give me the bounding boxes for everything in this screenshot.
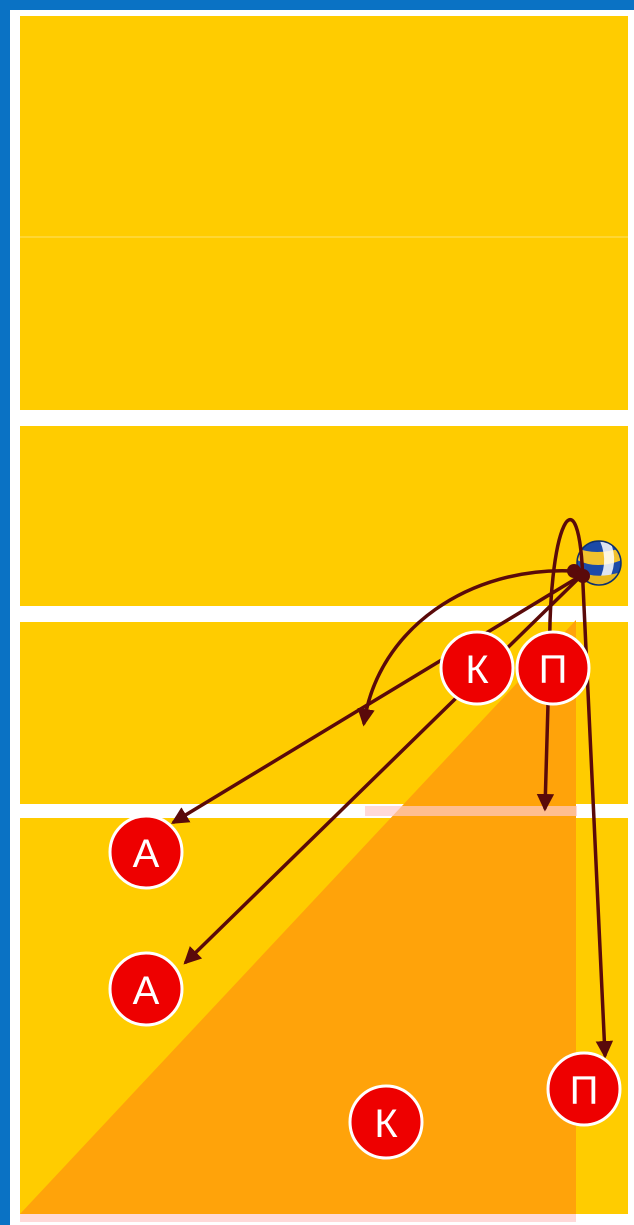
player-label: К [374, 1102, 398, 1146]
player-label: А [133, 969, 160, 1013]
player-label: А [133, 832, 160, 876]
player-k-back: К [350, 1086, 422, 1158]
player-label: П [570, 1069, 599, 1113]
player-a-lower: А [110, 953, 182, 1025]
player-a-upper: А [110, 816, 182, 888]
player-k-front: К [441, 632, 513, 704]
player-p-front: П [517, 632, 589, 704]
player-label: К [465, 648, 489, 692]
court-panel-second [20, 426, 628, 606]
player-p-back: П [548, 1053, 620, 1125]
player-label: П [539, 648, 568, 692]
frame-top [0, 0, 634, 10]
contact-point [576, 569, 590, 583]
zone-bottom-overlay [20, 1214, 576, 1222]
court-panel-top [20, 16, 628, 410]
frame-left [0, 0, 10, 1225]
